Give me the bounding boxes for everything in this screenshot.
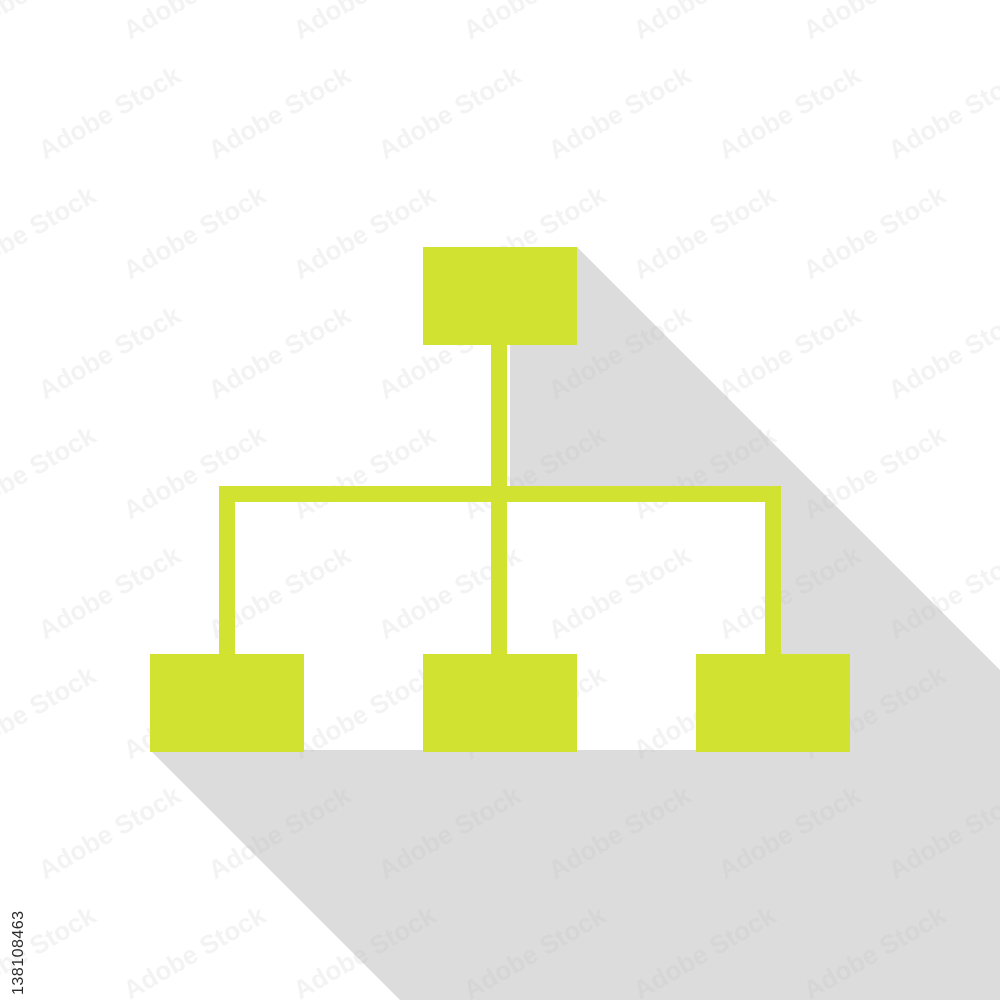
child-node-box-right [696, 654, 850, 752]
watermark-text: Adobe Stock [118, 899, 271, 1000]
long-shadow [150, 247, 1000, 1000]
watermark-text: Adobe Stock [288, 659, 441, 765]
watermark-text: Adobe Stock [288, 179, 441, 285]
watermark-text: Adobe Stock [798, 179, 951, 285]
watermark-text: Adobe Stock [543, 539, 696, 645]
child-node-box-left [150, 654, 304, 752]
watermark-text: Adobe Stock [798, 0, 951, 45]
watermark-text: Adobe Stock [118, 419, 271, 525]
watermark-text: Adobe Stock [0, 0, 101, 45]
watermark-text: Adobe Stock [543, 59, 696, 165]
watermark-text: Adobe Stock [33, 779, 186, 885]
watermark-text: Adobe Stock [713, 59, 866, 165]
left-connector [219, 486, 235, 655]
watermark-text: Adobe Stock [883, 299, 1000, 405]
hierarchy-icon [150, 247, 850, 752]
child-node-box-center [423, 654, 577, 752]
horizontal-connector [219, 486, 781, 502]
watermark-text: Adobe Stock [0, 179, 101, 285]
watermark-text: Adobe Stock [33, 59, 186, 165]
watermark-text: Adobe Stock [203, 299, 356, 405]
watermark-text: Adobe Stock [288, 0, 441, 45]
watermark-text: Adobe Stock [628, 0, 781, 45]
image-id-label: 138108463 [8, 765, 28, 995]
watermark-text: Adobe Stock [118, 0, 271, 45]
watermark-text: Adobe Stock [628, 179, 781, 285]
watermark-text: Adobe Stock [33, 299, 186, 405]
watermark-text: Adobe Stock [883, 59, 1000, 165]
parent-node-box [423, 247, 577, 345]
watermark-text: Adobe Stock [798, 419, 951, 525]
watermark-text: Adobe Stock [0, 419, 101, 525]
watermark-text: Adobe Stock [288, 419, 441, 525]
right-connector [765, 486, 781, 655]
watermark-text: Adobe Stock [0, 659, 101, 765]
watermark-text: Adobe Stock [33, 539, 186, 645]
image-id-text: 138108463 [10, 910, 27, 995]
watermark-text: Adobe Stock [203, 59, 356, 165]
watermark-text: Adobe Stock [118, 179, 271, 285]
watermark-text: Adobe Stock [713, 299, 866, 405]
watermark-text: Adobe Stock [373, 59, 526, 165]
watermark-text: Adobe Stock [458, 0, 611, 45]
